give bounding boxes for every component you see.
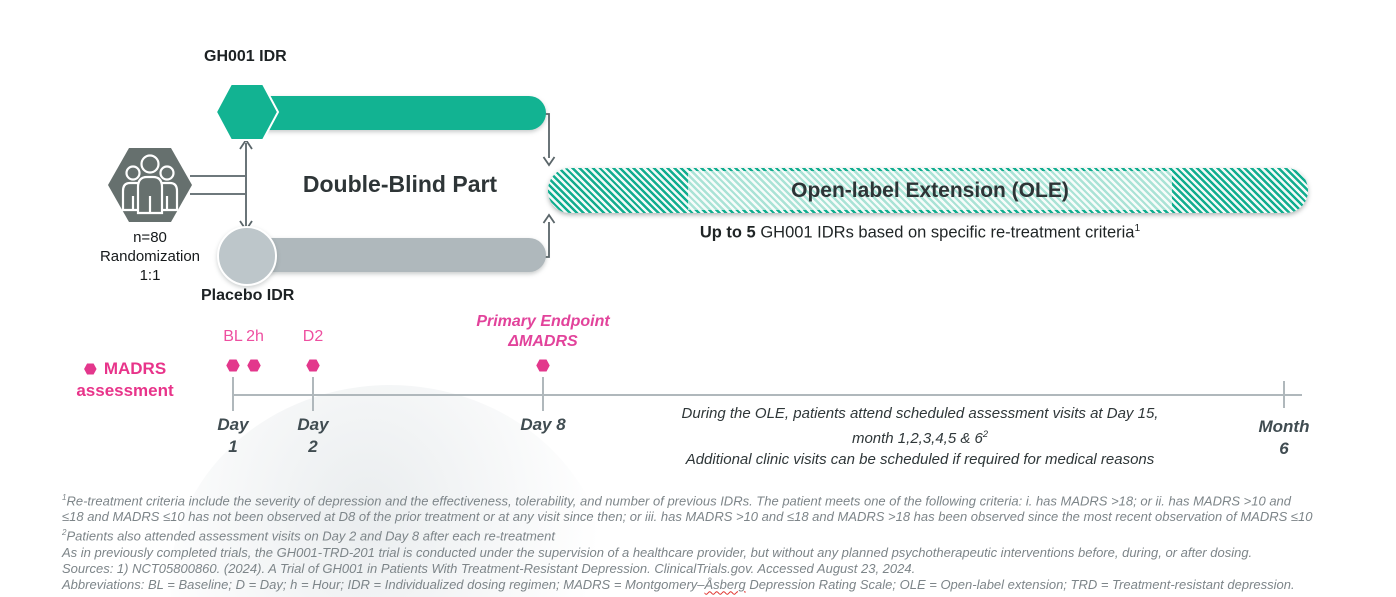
- marker-label-bl: BL: [223, 328, 243, 345]
- axis-label-day2-number: 2: [308, 437, 318, 456]
- gh001-dose-hexagon-icon: [214, 83, 280, 141]
- madrs-legend: MADRS assessment: [50, 358, 200, 402]
- footnote-supervision: As in previously completed trials, the G…: [62, 544, 1253, 560]
- axis-label-day1-number: 1: [228, 437, 238, 456]
- assessment-dot-day8-icon: [536, 359, 550, 372]
- madrs-hex-dot-icon: [84, 363, 97, 375]
- ole-caption-bold: Up to 5: [699, 223, 756, 242]
- primary-endpoint-label: Primary Endpoint ΔMADRS: [443, 312, 643, 352]
- footnotes: 1Re-treatment criteria include the sever…: [62, 490, 1392, 593]
- footnote-1: 1Re-treatment criteria include the sever…: [62, 490, 1392, 509]
- ole-caption-superscript: 1: [1134, 223, 1141, 234]
- primary-endpoint-line2: ΔMADRS: [508, 333, 578, 350]
- tick-day8: [542, 377, 544, 411]
- madrs-legend-line1: MADRS: [103, 359, 167, 378]
- tick-day2: [312, 377, 314, 411]
- primary-endpoint-line1: Primary Endpoint: [476, 313, 610, 330]
- assessment-dot-bl-icon: [226, 359, 240, 372]
- footnote-abbreviations-asberg: Åsberg: [704, 576, 746, 592]
- marker-label-d2: D2: [302, 328, 324, 345]
- gh001-arm-label: GH001 IDR: [204, 48, 287, 65]
- axis-label-day1-word: Day: [217, 415, 249, 434]
- assessment-dot-d2-icon: [306, 359, 320, 372]
- ole-visit-note-line1: During the OLE, patients attend schedule…: [681, 405, 1159, 422]
- axis-label-month6: Month 6: [1244, 416, 1324, 460]
- randomization-label: Randomization: [99, 248, 201, 265]
- axis-label-day2: Day 2: [283, 414, 343, 458]
- double-blind-part-label: Double-Blind Part: [302, 171, 498, 197]
- axis-label-day1: Day 1: [203, 414, 263, 458]
- ole-visit-note: During the OLE, patients attend schedule…: [610, 403, 1230, 470]
- ole-caption: Up to 5 GH001 IDRs based on specific re-…: [610, 223, 1230, 243]
- placebo-treatment-bar: [252, 238, 546, 272]
- placebo-dose-circle-icon: [217, 226, 277, 286]
- tick-month6: [1283, 381, 1285, 408]
- footnote-1-continued: ≤18 and MADRS ≤10 has not been observed …: [62, 509, 1313, 525]
- footnote-abbreviations-post: Depression Rating Scale; OLE = Open-labe…: [745, 576, 1295, 592]
- assessment-dot-2h-icon: [247, 359, 261, 372]
- footnote-abbreviations-pre: Abbreviations: BL = Baseline; D = Day; h…: [62, 576, 705, 592]
- ole-bar: Open-label Extension (OLE): [548, 168, 1308, 213]
- randomization-text: n=80 Randomization 1:1: [85, 228, 215, 285]
- footnote-2-superscript: 2: [62, 528, 67, 538]
- marker-label-2h: 2h: [246, 328, 264, 345]
- footnote-2: 2Patients also attended assessment visit…: [62, 525, 1392, 544]
- ole-bar-inner: Open-label Extension (OLE): [688, 171, 1172, 210]
- randomization-ratio: 1:1: [139, 267, 161, 284]
- placebo-arm-label: Placebo IDR: [201, 287, 295, 304]
- footnote-abbreviations: Abbreviations: BL = Baseline; D = Day; h…: [62, 577, 1392, 593]
- ole-visit-note-line2: month 1,2,3,4,5 & 6: [851, 430, 983, 447]
- gh001-treatment-bar: [252, 96, 546, 130]
- ole-bar-label: Open-label Extension (OLE): [791, 178, 1069, 202]
- footnote-sources: Sources: 1) NCT05800860. (2024). A Trial…: [62, 560, 916, 576]
- ole-visit-note-line3: Additional clinic visits can be schedule…: [685, 451, 1155, 468]
- axis-label-day2-word: Day: [297, 415, 329, 434]
- timeline-axis: [233, 394, 1302, 396]
- ole-visit-note-superscript: 2: [982, 429, 989, 439]
- randomization-n: n=80: [133, 229, 167, 246]
- tick-day1: [232, 377, 234, 411]
- axis-label-day8: Day 8: [520, 415, 566, 434]
- footnote-2-text: Patients also attended assessment visits…: [66, 528, 555, 544]
- footnote-1-superscript: 1: [62, 493, 67, 502]
- axis-label-month6-word: Month: [1258, 417, 1310, 436]
- ole-caption-rest: GH001 IDRs based on specific re-treatmen…: [755, 223, 1135, 242]
- axis-label-month6-number: 6: [1279, 439, 1289, 458]
- footnote-1-text: Re-treatment criteria include the severi…: [66, 493, 1292, 509]
- madrs-legend-line2: assessment: [76, 381, 174, 400]
- patients-group-icon: [108, 148, 192, 222]
